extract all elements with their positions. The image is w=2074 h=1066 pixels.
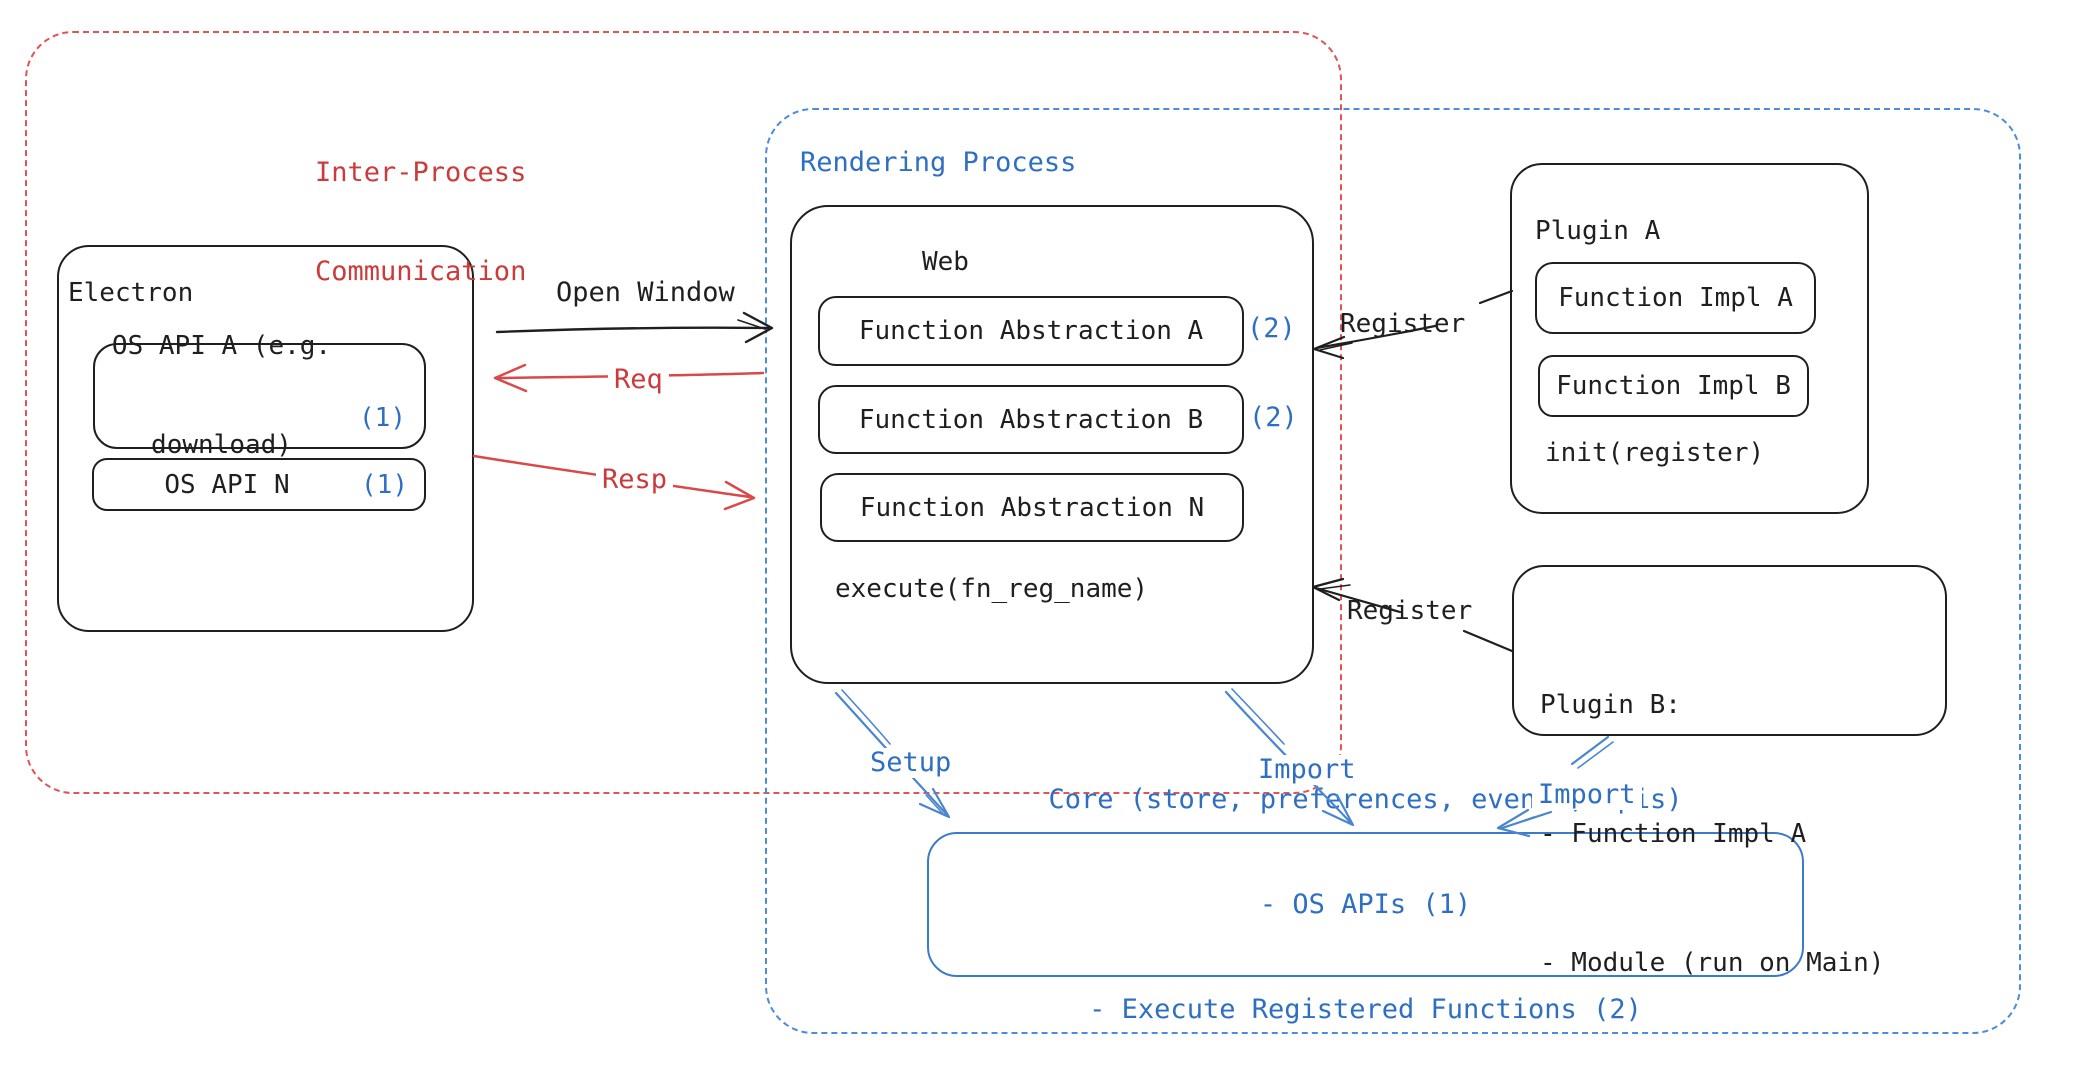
register-b-label: Register	[1347, 596, 1473, 626]
ipc-region-label-line2: Communication	[315, 256, 527, 287]
setup-label: Setup	[864, 748, 958, 778]
import-web-label: Import	[1252, 755, 1362, 785]
plugin-b-item-2: - Module (run on Main)	[1540, 948, 1885, 978]
os-api-a-box: OS API A (e.g. download) (1)	[93, 331, 426, 460]
import-plugin-label: Import	[1532, 780, 1642, 810]
ipc-region-frame	[25, 31, 1342, 794]
function-impl-b-label: Function Impl B	[1556, 371, 1791, 401]
function-impl-b-box: Function Impl B	[1538, 355, 1809, 417]
function-abstraction-a-label: Function Abstraction A	[858, 316, 1204, 346]
os-api-a-badge: (1)	[359, 403, 406, 433]
core-line3: - Execute Registered Functions (2)	[1089, 994, 1642, 1025]
register-a-label: Register	[1340, 309, 1466, 339]
os-api-a-line1: OS API A (e.g.	[111, 331, 332, 361]
rendering-region-label: Rendering Process	[800, 147, 1077, 178]
plugin-a-title: Plugin A	[1535, 216, 1661, 246]
os-api-n-box: OS API N (1)	[92, 458, 426, 511]
ipc-region-label: Inter-Process Communication	[315, 90, 526, 354]
init-register-label: init(register)	[1545, 438, 1765, 468]
execute-label: execute(fn_reg_name)	[835, 574, 1149, 604]
os-api-n-label: OS API N	[164, 469, 290, 500]
function-abstraction-n-label: Function Abstraction N	[859, 492, 1205, 523]
function-impl-a-label: Function Impl A	[1558, 283, 1793, 313]
open-window-label: Open Window	[556, 277, 735, 308]
electron-title: Electron	[68, 278, 194, 308]
plugin-b-item-1: - Function Impl A	[1540, 819, 1807, 849]
ipc-region-label-line1: Inter-Process	[315, 157, 527, 188]
os-api-n-badge: (1)	[361, 470, 408, 500]
core-line2: - OS APIs (1)	[1259, 889, 1472, 920]
function-abstraction-a-badge: (2)	[1247, 313, 1296, 344]
function-abstraction-b-badge: (2)	[1249, 402, 1298, 433]
resp-label: Resp	[596, 465, 674, 495]
plugin-b-text: Plugin B: - Function Impl A - Module (ru…	[1540, 598, 1884, 1066]
os-api-a-line2: download)	[151, 430, 292, 460]
function-abstraction-b-label: Function Abstraction B	[858, 404, 1204, 435]
plugin-b-title: Plugin B:	[1540, 690, 1681, 720]
web-title: Web	[922, 247, 969, 277]
function-impl-a-box: Function Impl A	[1535, 262, 1816, 334]
function-abstraction-a-box: Function Abstraction A	[818, 296, 1244, 366]
rendering-region-frame	[765, 108, 2021, 1034]
function-abstraction-n-box: Function Abstraction N	[820, 473, 1244, 542]
req-label: Req	[608, 365, 669, 395]
function-abstraction-b-box: Function Abstraction B	[818, 385, 1244, 454]
plugin-a-box	[1510, 163, 1869, 514]
plugin-b-box	[1512, 565, 1947, 736]
os-api-a-label: OS API A (e.g. download)	[112, 264, 331, 528]
